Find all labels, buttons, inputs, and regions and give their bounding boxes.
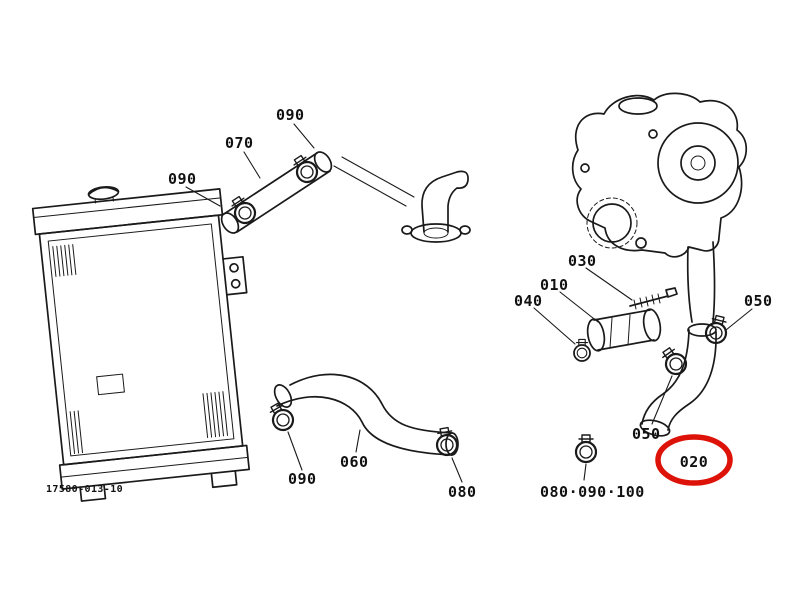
stud-030 [629, 287, 678, 310]
fitting-010 [586, 308, 662, 352]
part-label-080-090-100: 080·090·100 [540, 483, 645, 501]
part-label-090-b: 090 [276, 106, 305, 124]
clamp-icon-050-lower [656, 343, 692, 380]
part-label-070: 070 [225, 134, 254, 152]
clamp-icon-090-a [226, 192, 260, 228]
part-label-090-c: 090 [288, 470, 317, 488]
radiator-feet [79, 469, 238, 502]
clamp-icon-040 [573, 338, 591, 362]
connector-lines [333, 156, 415, 207]
radiator [31, 186, 251, 502]
hose-020 [639, 323, 717, 437]
part-label-060: 060 [340, 453, 369, 471]
radiator-fins-hatching [52, 244, 77, 277]
radiator-clip [96, 373, 125, 396]
highlight-circle-020 [655, 434, 733, 486]
part-label-010: 010 [540, 276, 569, 294]
drawing-reference-code: 17580-013-10 [46, 484, 123, 495]
lower-hose-060 [273, 373, 459, 456]
part-label-050-b: 050 [632, 425, 661, 443]
clamp-icon-090-c [264, 399, 298, 435]
water-pump-housing [571, 92, 748, 323]
part-label-050-a: 050 [744, 292, 773, 310]
part-label-020-highlighted: 020 [680, 453, 709, 471]
clamp-icon-080-090-100 [574, 433, 598, 464]
part-label-090-a: 090 [168, 170, 197, 188]
radiator-bracket [222, 255, 248, 296]
part-label-030: 030 [568, 252, 597, 270]
part-labels: 090 070 090 030 010 040 050 090 060 080 … [168, 106, 773, 501]
part-label-080: 080 [448, 483, 477, 501]
outlet-flange [401, 170, 471, 243]
leader-lines [185, 123, 753, 483]
part-label-040: 040 [514, 292, 543, 310]
upper-hose-070 [220, 151, 333, 234]
